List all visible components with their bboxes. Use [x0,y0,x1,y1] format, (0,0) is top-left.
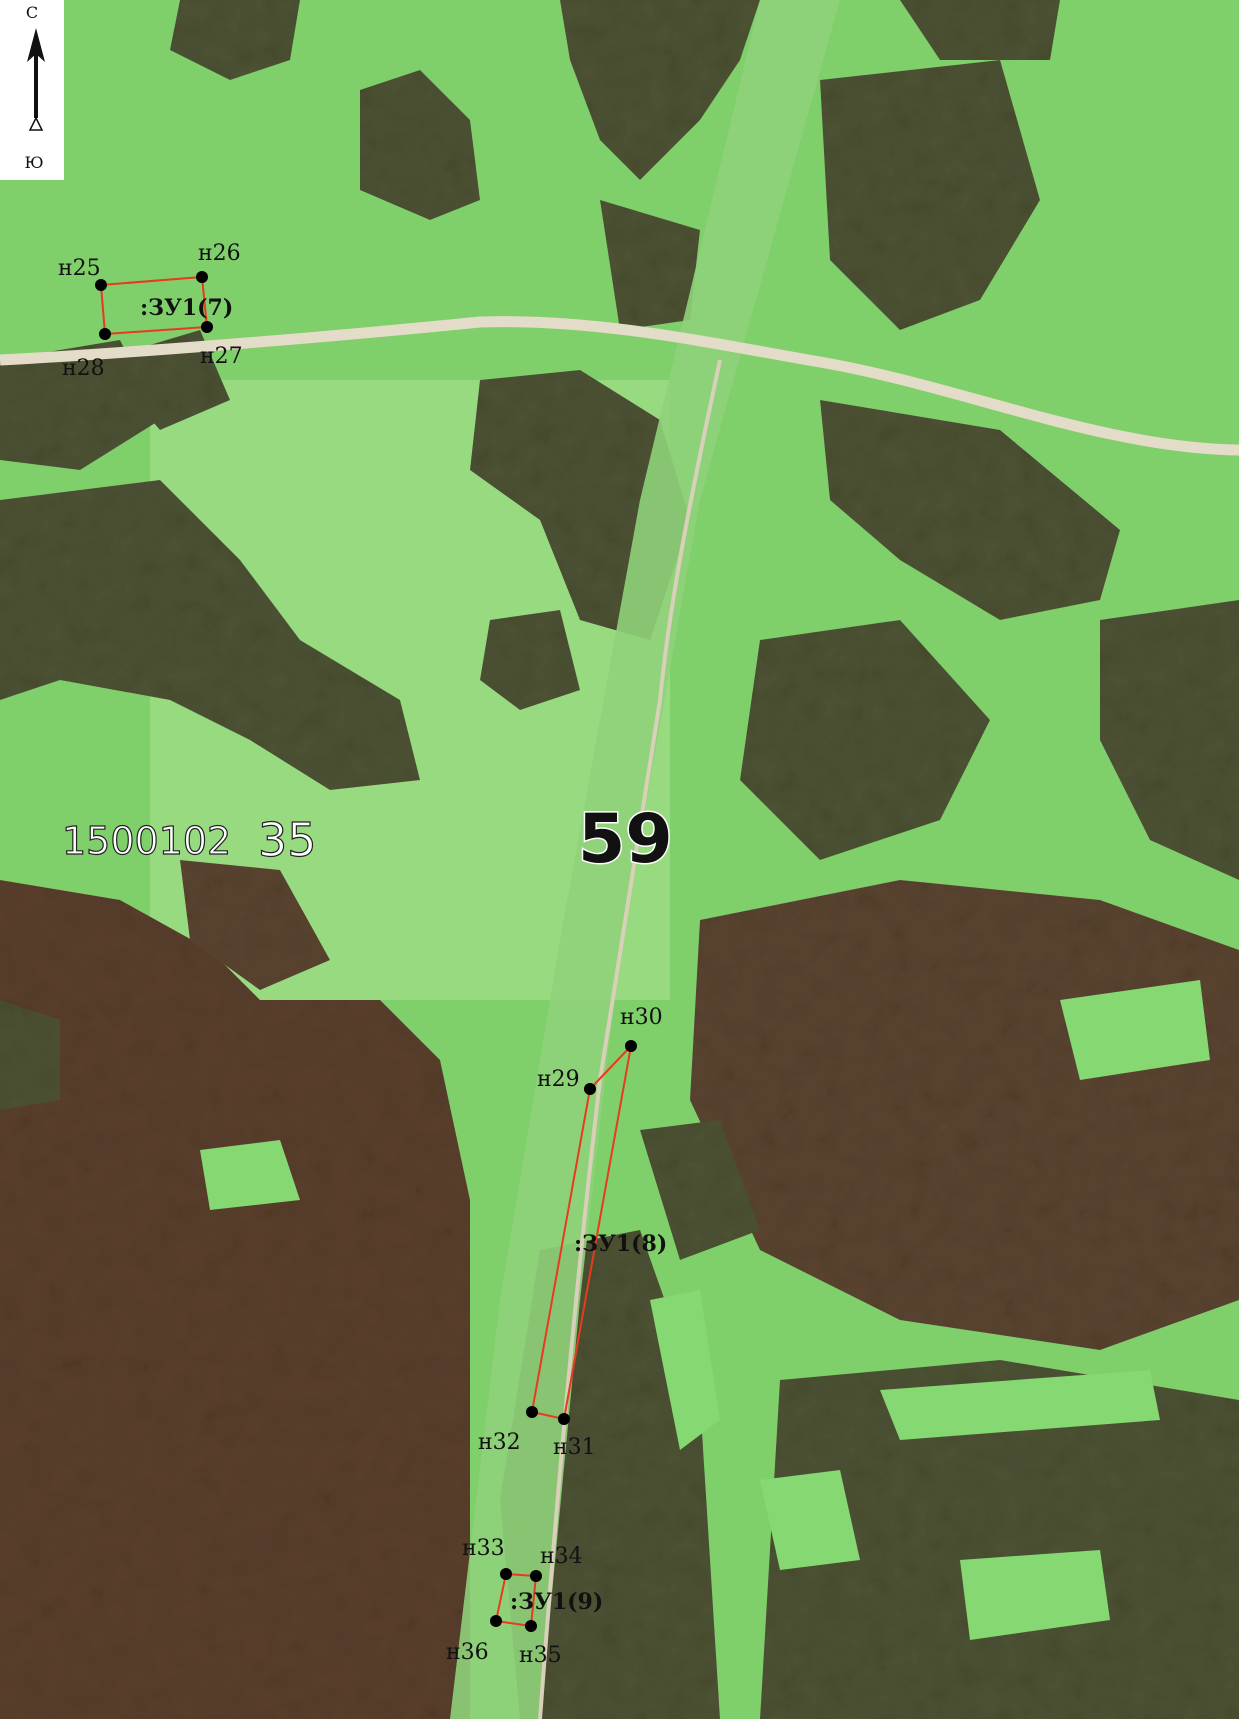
point-label-n25: н25 [58,256,101,281]
boundary-point-n25[interactable] [95,279,107,291]
forest-patch [1100,600,1239,880]
forest-patch [180,860,330,990]
point-label-n30: н30 [620,1005,663,1030]
boundary-point-n32[interactable] [526,1406,538,1418]
boundary-point-n35[interactable] [525,1620,537,1632]
corridor-strip [450,0,840,1719]
point-label-n35: н35 [519,1643,562,1668]
forest-patch [480,610,580,710]
boundary-point-n30[interactable] [625,1040,637,1052]
meadow-clearings [200,980,1210,1640]
boundary-point-n26[interactable] [196,271,208,283]
meadow-clearing [960,1550,1110,1640]
parcel-59-label: 59 [578,800,673,879]
meadow-clearing [650,1290,720,1450]
forest-patch [600,200,700,330]
forest-patch [820,400,1120,620]
forest-patch [170,0,300,80]
plot-label-zu1-9: :ЗУ1(9) [510,1589,603,1615]
forest-patch [740,620,990,860]
boundary-point-n27[interactable] [201,321,213,333]
compass-panel [0,0,64,180]
point-label-n28: н28 [62,356,105,381]
quarter-number-label: 1500102 [62,819,231,863]
point-label-n32: н32 [478,1430,521,1455]
point-label-n36: н36 [446,1640,489,1665]
point-label-n33: н33 [462,1536,505,1561]
point-label-n31: н31 [553,1435,596,1460]
point-label-n34: н34 [540,1544,583,1569]
road [0,316,1239,456]
forest-patch [360,70,480,220]
compass: С Ю [0,0,64,180]
boundary-point-n34[interactable] [530,1570,542,1582]
forest-patch [0,480,420,790]
boundary-point-n31[interactable] [558,1413,570,1425]
forest-patch [0,880,470,1719]
plot-label-zu1-7: :ЗУ1(7) [140,295,233,321]
boundary-point-n29[interactable] [584,1083,596,1095]
meadow-clearing [200,1140,300,1210]
boundary-point-n28[interactable] [99,328,111,340]
forest-patch [560,0,760,180]
land-plot-zu1-8[interactable]: н29 н30 н31 н32 :ЗУ1(8) [478,1005,667,1460]
meadow-clearing [880,1370,1160,1440]
point-label-n27: н27 [200,344,243,369]
forest-patch [820,60,1040,330]
land-plot-zu1-9[interactable]: н33 н34 н35 н36 :ЗУ1(9) [446,1536,603,1668]
north-arrow-icon [27,28,45,131]
compass-south: Ю [24,153,43,172]
forest-patch [640,1120,760,1260]
point-label-n26: н26 [198,241,241,266]
parcel-35-label: 35 [258,813,317,867]
plot-label-zu1-8: :ЗУ1(8) [574,1231,667,1257]
boundary-point-n36[interactable] [490,1615,502,1627]
boundary-point-n33[interactable] [500,1568,512,1580]
land-plot-zu1-7[interactable]: н25 н26 н27 н28 :ЗУ1(7) [58,241,243,381]
compass-north: С [26,3,38,22]
forest-patch [0,1000,60,1110]
forest-patch [900,0,1060,60]
meadow-clearing [760,1470,860,1570]
forest-patch [760,1360,1239,1719]
meadow-clearing [1060,980,1210,1080]
point-label-n29: н29 [537,1067,580,1092]
